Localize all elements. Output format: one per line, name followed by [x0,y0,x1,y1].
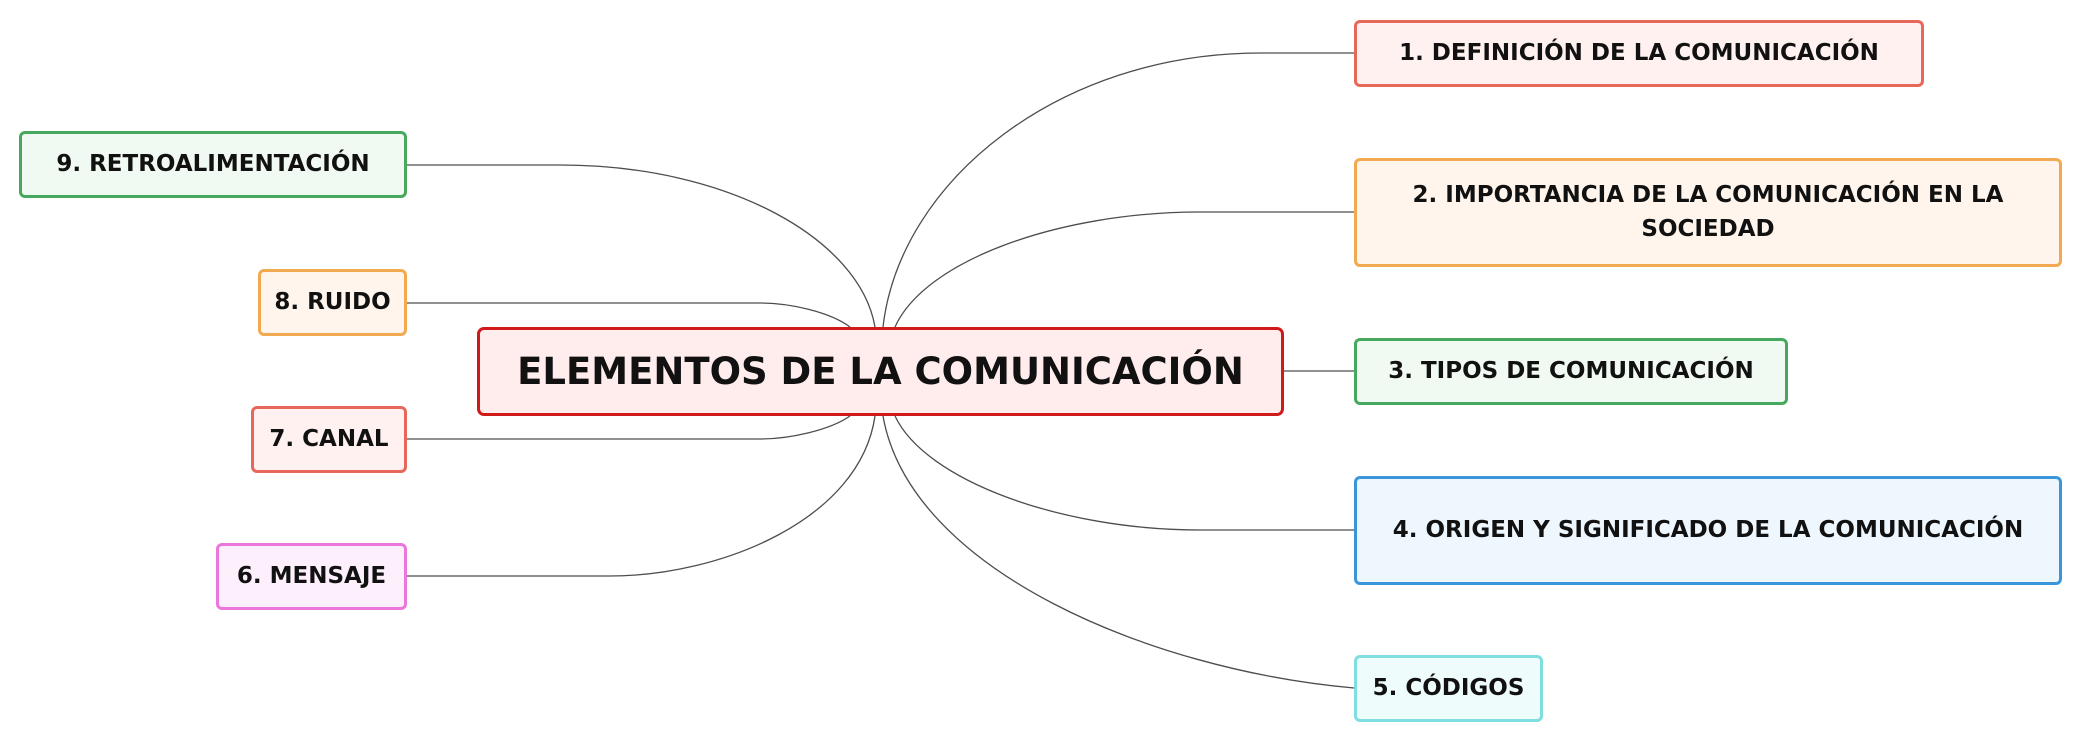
central-topic[interactable]: ELEMENTOS DE LA COMUNICACIÓN [477,327,1284,416]
branch-label: 5. CÓDIGOS [1372,674,1525,701]
connector-8 [407,302,851,328]
branch-codigos[interactable]: 5. CÓDIGOS [1354,655,1543,722]
branch-label: 2. IMPORTANCIA DE LA COMUNICACIÓN EN LA … [1412,182,2004,242]
branch-label: 9. RETROALIMENTACIÓN [56,150,370,177]
connector-6 [407,415,876,577]
connector-7 [407,415,851,440]
connector-4 [894,415,1354,531]
branch-label: 1. DEFINICIÓN DE LA COMUNICACIÓN [1399,39,1879,66]
branch-label: 7. CANAL [269,425,389,452]
branch-retroalimentacion[interactable]: 9. RETROALIMENTACIÓN [19,131,407,198]
branch-tipos[interactable]: 3. TIPOS DE COMUNICACIÓN [1354,338,1788,405]
branch-canal[interactable]: 7. CANAL [251,406,407,473]
branch-label: 8. RUIDO [274,288,391,315]
branch-importancia[interactable]: 2. IMPORTANCIA DE LA COMUNICACIÓN EN LA … [1354,158,2062,267]
branch-label: 3. TIPOS DE COMUNICACIÓN [1388,357,1754,384]
branch-definicion[interactable]: 1. DEFINICIÓN DE LA COMUNICACIÓN [1354,20,1924,87]
connector-9 [407,164,876,328]
branch-label: 6. MENSAJE [236,562,387,589]
connector-5 [882,415,1355,689]
branch-ruido[interactable]: 8. RUIDO [258,269,407,336]
branch-mensaje[interactable]: 6. MENSAJE [216,543,407,610]
central-topic-label: ELEMENTOS DE LA COMUNICACIÓN [517,349,1244,393]
branch-origen[interactable]: 4. ORIGEN Y SIGNIFICADO DE LA COMUNICACI… [1354,476,2062,585]
connector-2 [894,211,1354,328]
branch-label: 4. ORIGEN Y SIGNIFICADO DE LA COMUNICACI… [1392,516,2024,543]
connector-1 [882,52,1354,328]
